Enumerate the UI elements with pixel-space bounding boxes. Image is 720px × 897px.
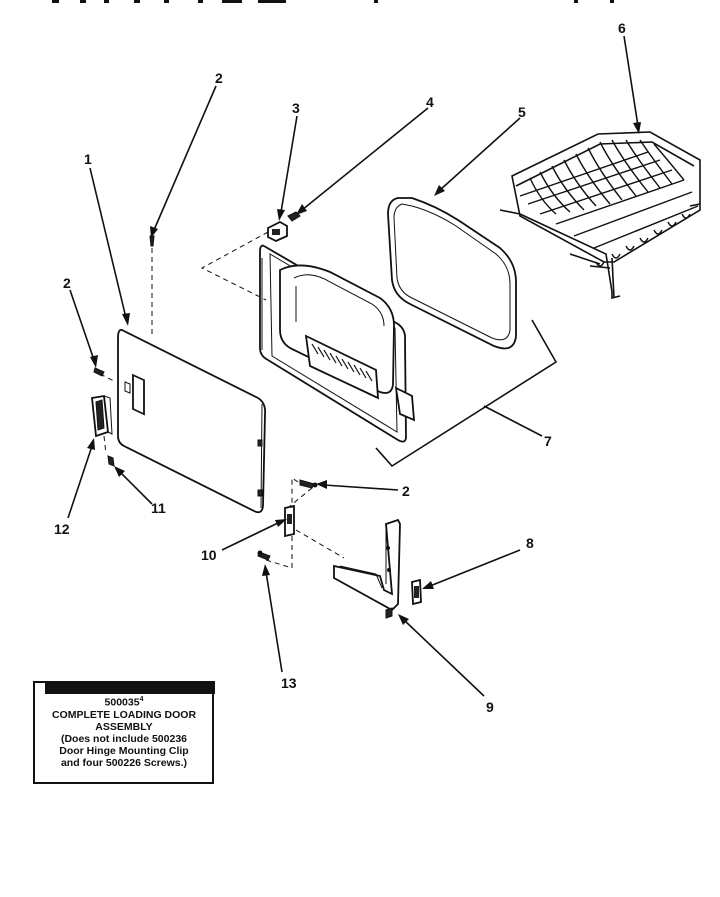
note-line-3: (Does not include 500236 bbox=[60, 732, 188, 745]
screw-upper bbox=[149, 235, 155, 247]
handle-screw bbox=[107, 455, 115, 467]
callout-13: 13 bbox=[281, 675, 297, 691]
cropped-header-strip bbox=[52, 0, 614, 3]
callout-9: 9 bbox=[486, 699, 494, 715]
hinge-clip bbox=[267, 220, 288, 242]
callout-4: 4 bbox=[426, 94, 434, 110]
door-handle bbox=[91, 394, 113, 438]
note-line-5: and four 500226 Screws.) bbox=[60, 756, 188, 769]
callout-5: 5 bbox=[518, 104, 526, 120]
inner-door-frame bbox=[259, 244, 416, 443]
hinge-screw bbox=[257, 550, 271, 561]
screw-left bbox=[93, 367, 105, 377]
note-line-1: COMPLETE LOADING DOOR bbox=[51, 708, 197, 721]
note-line-2: ASSEMBLY bbox=[95, 720, 153, 733]
callout-3: 3 bbox=[292, 100, 300, 116]
note-part-number-line: 5000354 bbox=[35, 694, 213, 709]
note-part-number: 500035 bbox=[104, 696, 140, 709]
callout-2-top: 2 bbox=[215, 70, 223, 86]
callout-2-right: 2 bbox=[402, 483, 410, 499]
callout-8: 8 bbox=[526, 535, 534, 551]
drying-rack bbox=[499, 131, 701, 300]
callout-2-left: 2 bbox=[63, 275, 71, 291]
callout-7: 7 bbox=[544, 433, 552, 449]
loading-door-panel bbox=[117, 329, 267, 514]
mounting-clip bbox=[411, 578, 422, 606]
screw-right bbox=[299, 479, 318, 489]
callout-10: 10 bbox=[201, 547, 217, 563]
callout-1: 1 bbox=[84, 151, 92, 167]
assembly-note-tab bbox=[45, 681, 215, 694]
assembly-note-text: 5000354 COMPLETE LOADING DOOR ASSEMBLY (… bbox=[35, 694, 213, 769]
assembly-bracket bbox=[375, 319, 558, 468]
alignment-lines bbox=[99, 231, 345, 569]
leader-lines bbox=[67, 35, 641, 697]
callout-6: 6 bbox=[618, 20, 626, 36]
callout-12: 12 bbox=[54, 521, 70, 537]
hinge-plate bbox=[284, 504, 295, 538]
note-superscript: 4 bbox=[139, 696, 144, 703]
door-gasket bbox=[387, 197, 517, 350]
callout-labels: 1 2 2 2 3 4 5 6 7 8 9 10 11 12 13 bbox=[54, 20, 626, 715]
hinge-bracket bbox=[333, 518, 401, 619]
callout-11: 11 bbox=[151, 500, 166, 516]
note-line-4: Door Hinge Mounting Clip bbox=[59, 744, 189, 757]
